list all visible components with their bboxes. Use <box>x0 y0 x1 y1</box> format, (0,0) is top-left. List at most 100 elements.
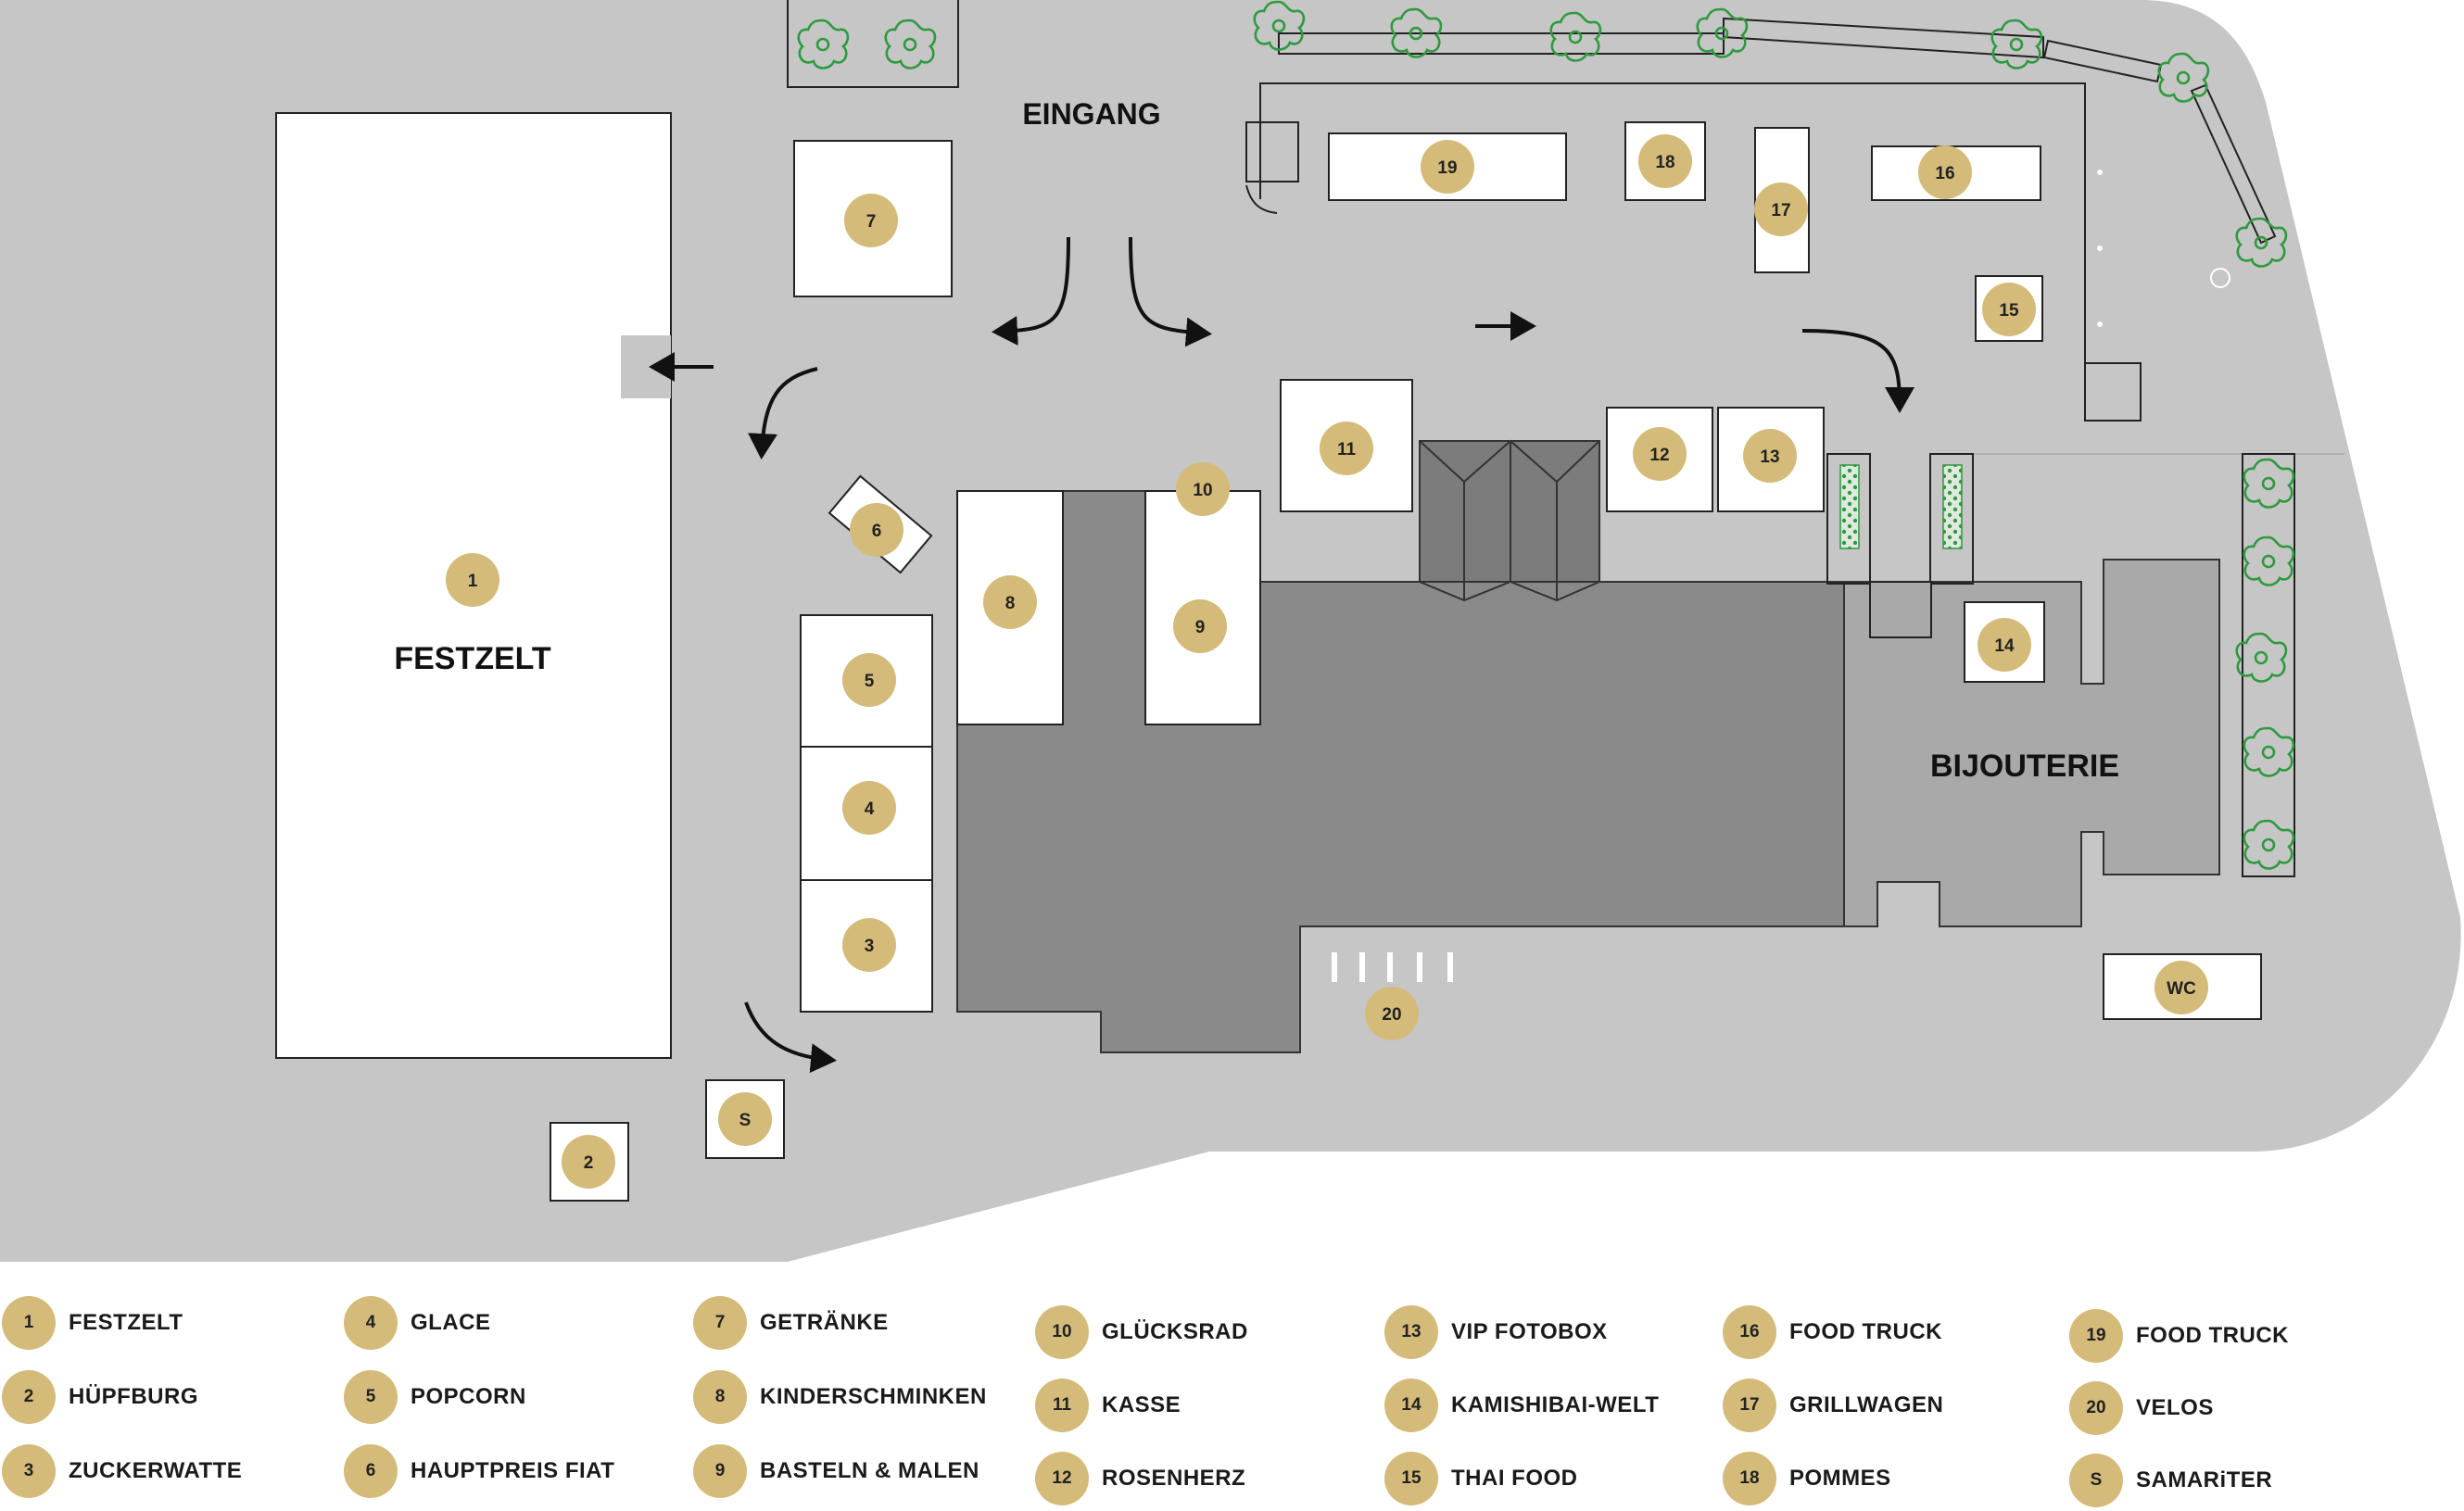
svg-text:11: 11 <box>1337 440 1357 460</box>
svg-text:3: 3 <box>865 937 875 956</box>
flow-arrow <box>1801 329 1914 413</box>
map-marker-9[interactable]: 9 <box>1173 599 1227 653</box>
legend-marker-icon: 17 <box>1723 1379 1776 1432</box>
legend-item-13[interactable]: 13 VIP FOTOBOX <box>1384 1303 1608 1362</box>
map-marker-17[interactable]: 17 <box>1754 183 1808 236</box>
legend-label: POPCORN <box>411 1384 526 1409</box>
legend-item-18[interactable]: 18 POMMES <box>1723 1449 1891 1508</box>
legend-marker-icon: 4 <box>344 1296 398 1350</box>
legend-label: GLÜCKSRAD <box>1102 1319 1248 1344</box>
svg-text:6: 6 <box>872 522 882 541</box>
svg-text:WC: WC <box>2167 979 2196 999</box>
map-marker-wc[interactable]: WC <box>2154 961 2208 1014</box>
svg-text:1: 1 <box>468 572 478 591</box>
legend-item-15[interactable]: 15 THAI FOOD <box>1384 1449 1578 1508</box>
legend-marker-icon: 7 <box>693 1296 747 1350</box>
map-marker-s[interactable]: S <box>718 1092 772 1146</box>
legend-label: KAMISHIBAI-WELT <box>1451 1392 1660 1417</box>
planter <box>2242 453 2295 877</box>
legend-marker-icon: 1 <box>2 1296 56 1350</box>
svg-text:17: 17 <box>1771 201 1790 220</box>
legend-item-11[interactable]: 11 KASSE <box>1035 1376 1181 1435</box>
svg-text:18: 18 <box>1655 153 1674 172</box>
flow-arrow <box>744 1001 837 1074</box>
flow-arrow <box>748 367 818 460</box>
legend-marker-icon: S <box>2069 1454 2123 1507</box>
legend-marker-icon: 5 <box>344 1370 398 1424</box>
map-marker-5[interactable]: 5 <box>842 653 896 707</box>
legend-marker-icon: 11 <box>1035 1379 1089 1432</box>
bike-stands <box>1332 952 1453 982</box>
legend-label: VELOS <box>2136 1395 2214 1420</box>
map-marker-8[interactable]: 8 <box>983 575 1037 629</box>
map-marker-19[interactable]: 19 <box>1421 140 1474 194</box>
entrance-label: EINGANG <box>1022 97 1160 131</box>
svg-text:19: 19 <box>1437 158 1457 178</box>
legend-label: THAI FOOD <box>1451 1466 1578 1491</box>
legend-marker-icon: 13 <box>1384 1305 1438 1359</box>
legend-label: FESTZELT <box>69 1310 183 1335</box>
legend-label: GRILLWAGEN <box>1789 1392 1944 1417</box>
legend-label: GETRÄNKE <box>760 1310 889 1335</box>
map-marker-2[interactable]: 2 <box>562 1135 615 1189</box>
legend-item-20[interactable]: 20 VELOS <box>2069 1379 2214 1438</box>
legend-label: POMMES <box>1789 1466 1891 1491</box>
map-marker-10[interactable]: 10 <box>1176 462 1230 516</box>
svg-text:12: 12 <box>1649 446 1669 465</box>
svg-text:2: 2 <box>584 1153 594 1173</box>
planter <box>1929 453 1974 585</box>
legend-marker-icon: 12 <box>1035 1452 1089 1505</box>
legend-item-1[interactable]: 1 FESTZELT <box>2 1293 183 1353</box>
map-marker-16[interactable]: 16 <box>1918 145 1972 199</box>
legend-marker-icon: 18 <box>1723 1452 1776 1505</box>
map-marker-18[interactable]: 18 <box>1638 134 1692 188</box>
legend-label: VIP FOTOBOX <box>1451 1319 1608 1344</box>
legend-label: KINDERSCHMINKEN <box>760 1384 987 1409</box>
svg-text:16: 16 <box>1935 164 1954 183</box>
planter-box <box>787 0 959 88</box>
svg-text:S: S <box>739 1111 752 1130</box>
map-marker-4[interactable]: 4 <box>842 781 896 835</box>
planter <box>1826 453 1871 585</box>
map-marker-11[interactable]: 11 <box>1320 422 1373 475</box>
map-marker-20[interactable]: 20 <box>1365 987 1419 1040</box>
map-marker-7[interactable]: 7 <box>844 194 898 247</box>
legend-marker-icon: 15 <box>1384 1452 1438 1505</box>
legend-item-17[interactable]: 17 GRILLWAGEN <box>1723 1376 1943 1435</box>
legend-item-7[interactable]: 7 GETRÄNKE <box>693 1293 889 1353</box>
map-marker-3[interactable]: 3 <box>842 918 896 972</box>
flow-arrow <box>992 236 1070 346</box>
legend-label: GLACE <box>411 1310 491 1335</box>
legend-marker-icon: 19 <box>2069 1309 2123 1363</box>
legend-item-4[interactable]: 4 GLACE <box>344 1293 491 1353</box>
legend-label: KASSE <box>1102 1392 1181 1417</box>
map-marker-12[interactable]: 12 <box>1633 427 1687 481</box>
flow-arrow <box>1129 236 1212 347</box>
map-marker-13[interactable]: 13 <box>1743 429 1797 483</box>
svg-text:7: 7 <box>866 212 877 232</box>
legend-marker-icon: 20 <box>2069 1381 2123 1435</box>
legend-label: SAMARiTER <box>2136 1467 2273 1492</box>
map-marker-1[interactable]: 1 <box>446 553 499 607</box>
legend-label: HAUPTPREIS FIAT <box>411 1458 615 1483</box>
svg-text:10: 10 <box>1193 481 1212 500</box>
map-marker-15[interactable]: 15 <box>1982 283 2036 336</box>
legend-label: HÜPFBURG <box>69 1384 198 1409</box>
legend-label: FOOD TRUCK <box>1789 1319 1942 1344</box>
map-marker-6[interactable]: 6 <box>850 503 903 557</box>
legend-item-s[interactable]: S SAMARiTER <box>2069 1451 2272 1510</box>
fence-line <box>1259 82 2086 421</box>
legend-item-5[interactable]: 5 POPCORN <box>344 1367 526 1427</box>
map-marker-14[interactable]: 14 <box>1978 618 2031 672</box>
